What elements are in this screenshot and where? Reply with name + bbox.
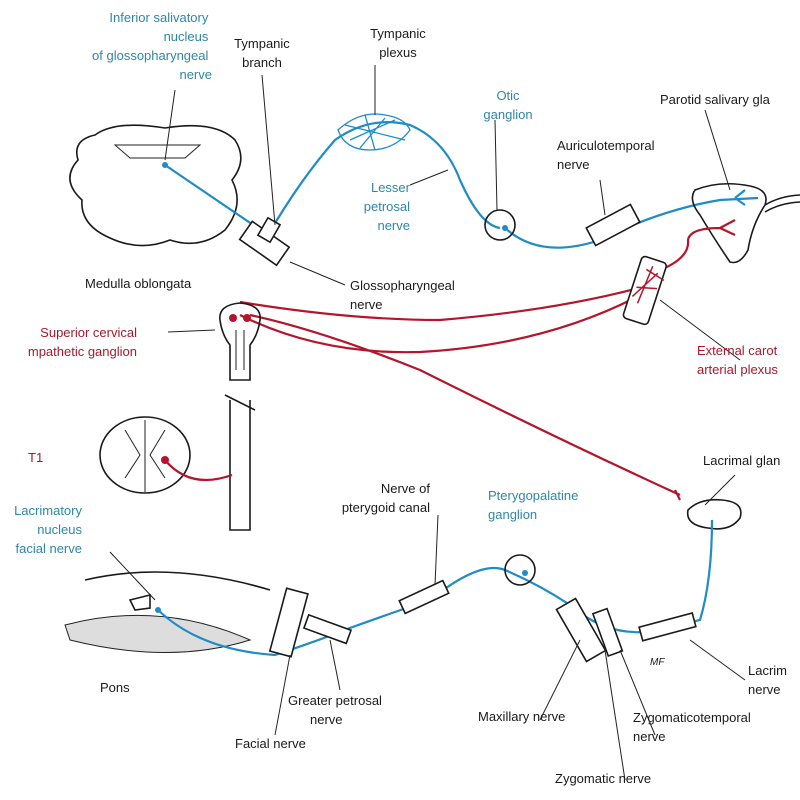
- artist-signature: MF: [650, 657, 665, 668]
- glossopharyngeal-nerve-segment: [238, 216, 291, 267]
- label-t1: T1: [28, 450, 43, 465]
- label-facial-nerve: Facial nerve: [235, 736, 306, 751]
- pterygopalatine-ganglion-circle: [504, 554, 536, 586]
- facial-nerve-segments: [268, 579, 450, 658]
- sympathetic-path-to-lacrimal: [249, 313, 681, 496]
- label-parotid-gland: Parotid salivary gla: [660, 92, 771, 107]
- lacrimal-gland-drawing: [686, 498, 742, 530]
- sympathetic-path-to-carotid: [239, 283, 651, 322]
- label-pons: Pons: [100, 680, 130, 695]
- carotid-to-parotid-path: [659, 219, 736, 272]
- external-carotid-artery-segment: [622, 255, 668, 326]
- medulla-oblongata-drawing: [69, 124, 242, 247]
- superior-cervical-ganglion: [219, 302, 261, 531]
- pterygopalatine-dot: [522, 570, 528, 576]
- otic-ganglion-circle: [484, 209, 516, 241]
- label-medulla-oblongata: Medulla oblongata: [85, 276, 192, 291]
- t1-preganglionic-path: [164, 459, 233, 482]
- label-zygomatic-nerve: Zygomatic nerve: [555, 771, 651, 786]
- sympathetic-path-to-carotid-2: [239, 289, 651, 354]
- pons-drawing: [64, 571, 271, 653]
- glossopharyngeal-parasympathetic-path: [164, 121, 501, 237]
- spinal-cord-section: [99, 416, 191, 494]
- inferior-salivatory-nucleus-dot: [162, 162, 168, 168]
- label-lacrimal-gland: Lacrimal glan: [703, 453, 780, 468]
- auriculotemporal-nerve-segment: [585, 203, 641, 247]
- lacrimatory-nucleus-dot: [155, 607, 161, 613]
- parotid-duct: [764, 194, 800, 213]
- tympanic-plexus-net: [337, 113, 411, 151]
- parotid-gland-drawing: [691, 182, 767, 264]
- otic-ganglion-dot: [502, 225, 508, 231]
- maxillary-nerve-segments: [555, 597, 697, 663]
- parotid-blue-terminal: [734, 189, 746, 206]
- leader-lines: [109, 65, 746, 781]
- lacrimal-red-terminal: [674, 489, 681, 501]
- t1-neuron-dot: [161, 456, 169, 464]
- label-maxillary-nerve: Maxillary nerve: [478, 709, 565, 724]
- label-inferior-salivatory-nucleus: Inferior salivatory nucleus of glossopha…: [92, 10, 212, 82]
